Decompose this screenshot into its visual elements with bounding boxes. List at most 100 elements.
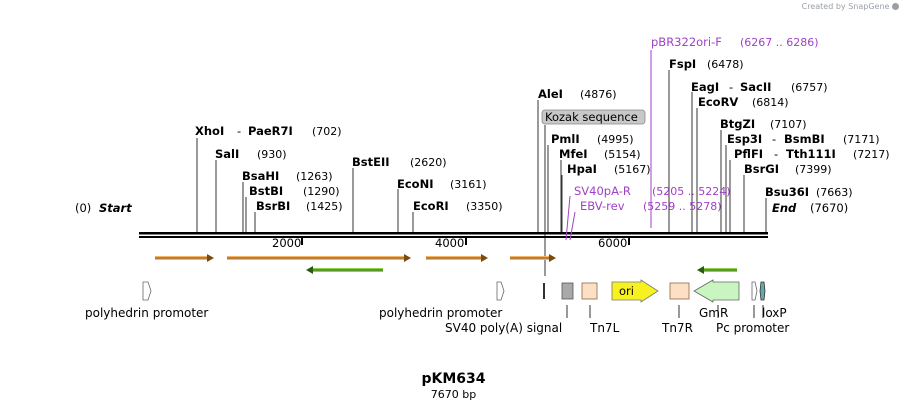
- scale-ticks: 2000 4000 6000: [272, 236, 630, 250]
- site-mfei-coord: (5154): [604, 148, 641, 161]
- tick-label-4000: 4000: [435, 236, 464, 250]
- tn7l-shape: [561, 282, 574, 300]
- site-alei-coord: (4876): [580, 88, 617, 101]
- ori-shape: [611, 279, 659, 303]
- polyhedrin-promoter-1-shape: [142, 281, 152, 301]
- primer-sv40pa-r-coord: (5205 .. 5224): [652, 185, 731, 198]
- site-pmli: PmlI: [551, 132, 580, 146]
- tick-label-2000: 2000: [272, 236, 301, 250]
- feature-sv40-polya-signal: SV40 poly(A) signal: [445, 321, 562, 335]
- primer-pbr322ori-f-coord: (6267 .. 6286): [740, 36, 819, 49]
- gmr-shape: [693, 279, 740, 303]
- site-bstbi: BstBI: [249, 184, 283, 198]
- kozak-label: Kozak sequence: [545, 110, 638, 124]
- primer-sv40pa-r: SV40pA-R: [574, 184, 631, 198]
- site-bsahi-coord: (1263): [296, 170, 333, 183]
- site-hpai-coord: (5167): [614, 163, 651, 176]
- site-bsmbi: BsmBI: [784, 132, 825, 146]
- site-pflfi-sep: -: [774, 147, 778, 161]
- orf-arrow-2: [227, 254, 411, 262]
- site-esp3i: Esp3I: [727, 132, 762, 146]
- orf-arrow-4: [426, 254, 488, 262]
- site-xhoi-coord: (702): [312, 125, 342, 138]
- site-alei: AleI: [538, 87, 563, 101]
- tn7r-shape: [669, 282, 690, 300]
- snapgene-credit: Created by SnapGene: [802, 2, 899, 11]
- end-coord: (7670): [810, 201, 848, 215]
- site-xhoi-sep: -: [237, 124, 241, 138]
- site-esp3i-sep: -: [772, 132, 776, 146]
- site-sali: SalI: [215, 147, 239, 161]
- primer-pbr322ori-f: pBR322ori-F: [651, 35, 722, 49]
- feature-gmr: GmR: [699, 306, 728, 320]
- site-tth111i: Tth111I: [786, 147, 836, 161]
- backbone-line-top: [139, 232, 768, 235]
- site-paer7i: PaeR7I: [248, 124, 293, 138]
- site-bsteii-coord: (2620): [410, 156, 447, 169]
- site-hpai: HpaI: [567, 162, 597, 176]
- orf-arrow-1: [155, 254, 214, 262]
- site-mfei: MfeI: [559, 147, 588, 161]
- site-ecori-coord: (3350): [466, 200, 503, 213]
- loxp-shape: [759, 281, 766, 301]
- site-fspi: FspI: [669, 57, 696, 71]
- feature-polyhedrin-promoter-2: polyhedrin promoter: [379, 306, 502, 320]
- feature-polyhedrin-promoter-1: polyhedrin promoter: [85, 306, 208, 320]
- end-label: End: [772, 201, 797, 215]
- site-bsrbi: BsrBI: [256, 199, 290, 213]
- site-bsu36i-coord: (7663): [816, 186, 853, 199]
- plasmid-size: 7670 bp: [430, 388, 477, 401]
- feature-tn7r: Tn7R: [661, 321, 693, 335]
- site-pflfi: PflFI: [734, 147, 763, 161]
- primer-ebv-rev-coord: (5259 .. 5278): [643, 200, 722, 213]
- kozak-box: [541, 109, 646, 125]
- ori-label: ori: [619, 284, 634, 298]
- site-bsrgi-coord: (7399): [795, 163, 832, 176]
- plasmid-name: pKM634: [421, 371, 486, 387]
- orf-arrows: [155, 254, 737, 274]
- site-pmli-coord: (4995): [597, 133, 634, 146]
- site-btgzi-coord: (7107): [770, 118, 807, 131]
- site-esp3i-coord: (7171): [843, 133, 880, 146]
- site-fspi-coord: (6478): [707, 58, 744, 71]
- site-econi: EcoNI: [397, 177, 433, 191]
- credit-text: Created by SnapGene: [801, 2, 890, 11]
- feature-leader-lines: [566, 305, 764, 318]
- site-eagi: EagI: [691, 80, 719, 94]
- site-btgzi: BtgZI: [720, 117, 755, 131]
- site-bsrgi: BsrGI: [744, 162, 779, 176]
- sv40-polya-shape: [543, 283, 545, 299]
- primer-leader-lines: [565, 50, 652, 241]
- site-ecorv: EcoRV: [698, 95, 738, 109]
- feature-tn7l: Tn7L: [589, 321, 620, 335]
- orf-arrow-5: [510, 254, 556, 262]
- snapgene-logo-icon: [892, 3, 899, 10]
- pc-promoter-shape: [751, 281, 758, 301]
- site-bsteii: BstEII: [352, 155, 390, 169]
- site-eagi-coord: (6757): [791, 81, 828, 94]
- site-econi-coord: (3161): [450, 178, 487, 191]
- site-xhoi: XhoI: [195, 124, 224, 138]
- site-sali-coord: (930): [257, 148, 287, 161]
- backbone-line-bottom: [139, 236, 768, 238]
- site-bsu36i: Bsu36I: [765, 185, 809, 199]
- orf-arrow-3: [306, 266, 383, 274]
- tn7l-box-shape: [581, 282, 598, 300]
- site-ecorv-coord: (6814): [752, 96, 789, 109]
- site-eagi-sep: -: [729, 80, 733, 94]
- feature-loxp: loxP: [762, 306, 787, 320]
- orf-arrow-6: [697, 266, 737, 274]
- site-pflfi-coord: (7217): [853, 148, 890, 161]
- feature-pc-promoter: Pc promoter: [716, 321, 789, 335]
- site-leader-lines: [196, 70, 767, 276]
- site-bsahi: BsaHI: [242, 169, 279, 183]
- site-sacii: SacII: [740, 80, 771, 94]
- site-bsrbi-coord: (1425): [306, 200, 343, 213]
- tick-label-6000: 6000: [598, 236, 627, 250]
- site-bstbi-coord: (1290): [303, 185, 340, 198]
- primer-ebv-rev: EBV-rev: [580, 199, 625, 213]
- start-label: Start: [99, 201, 132, 215]
- site-ecori: EcoRI: [413, 199, 449, 213]
- polyhedrin-promoter-2-shape: [496, 281, 505, 301]
